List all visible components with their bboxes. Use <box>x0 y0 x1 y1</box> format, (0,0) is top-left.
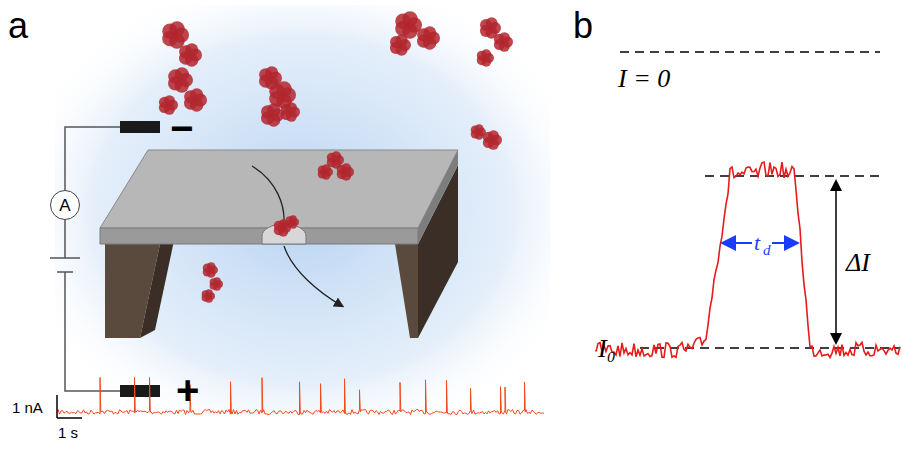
electrode <box>120 385 160 397</box>
electrode <box>120 121 160 133</box>
polarity-sign: − <box>170 108 193 148</box>
membrane-top <box>100 150 458 228</box>
solution-glow <box>55 5 550 415</box>
current-trace <box>58 377 544 414</box>
membrane-side <box>418 150 458 244</box>
membrane-support <box>395 244 418 338</box>
panel-letter: a <box>8 8 28 44</box>
event-trace <box>596 162 900 358</box>
scale-label: 1 nA <box>12 400 43 415</box>
baseline-label: I₀ <box>598 336 616 362</box>
amplitude-label: ΔI <box>846 250 870 276</box>
reference-label: I = 0 <box>618 66 670 92</box>
polarity-sign: + <box>176 370 199 410</box>
dwell-arrow <box>724 242 752 244</box>
dwell-time-subscript: d <box>763 243 771 258</box>
dwell-arrow <box>772 242 796 244</box>
reference-line <box>620 52 900 348</box>
membrane-support <box>140 236 175 338</box>
battery-symbol <box>50 258 80 272</box>
ammeter-label: A <box>59 197 70 214</box>
dwell-time-label: t <box>754 232 760 254</box>
membrane-front <box>100 228 418 244</box>
translocation-arrow <box>284 246 342 306</box>
panel-letter: b <box>573 8 593 44</box>
ammeter-symbol: A <box>50 190 80 220</box>
amplitude-arrow <box>835 182 837 342</box>
scale-label: 1 s <box>58 425 78 440</box>
protein-molecules <box>159 11 513 303</box>
scale-bar <box>57 395 82 418</box>
